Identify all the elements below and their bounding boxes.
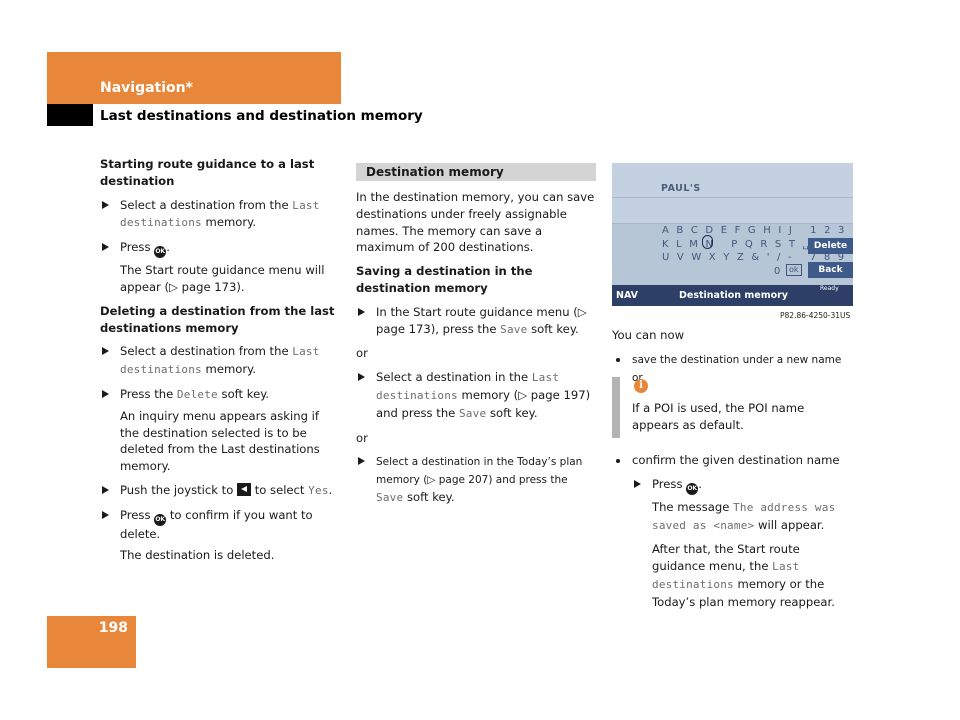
page-number-box: 198 <box>47 616 136 668</box>
heading-save-destination: Saving a destination in the destination … <box>356 264 533 295</box>
info-box-bar <box>612 377 620 438</box>
joystick-left-icon <box>237 482 252 496</box>
step: In the Start route guidance menu (▷ page… <box>356 304 596 339</box>
step-arrow-icon <box>102 200 109 209</box>
step-arrow-icon <box>102 347 109 356</box>
step: Select a destination in the Last destina… <box>356 369 596 422</box>
or-separator: or <box>356 430 368 445</box>
step-arrow-icon <box>634 479 641 488</box>
ok-key: ok <box>786 264 802 276</box>
step-arrow-icon <box>102 243 109 252</box>
ready-label: Ready <box>820 285 839 292</box>
step-arrow-icon <box>102 510 109 519</box>
signal-strength-icon <box>820 294 840 313</box>
step-arrow-icon <box>358 373 365 382</box>
step: Press OK. <box>632 476 854 495</box>
delete-soft-key: Delete <box>808 238 853 254</box>
ok-button-icon: OK <box>154 513 167 526</box>
header-marker <box>47 104 93 126</box>
screen-status-bar: NAV Destination memory Ready <box>612 285 853 313</box>
column-left: Starting route guidance to a last destin… <box>100 156 340 570</box>
step: Press OK. <box>100 239 340 259</box>
step: Press OK to confirm if you want to delet… <box>100 507 340 543</box>
info-icon: i <box>634 379 648 393</box>
section-bar: Destination memory <box>356 163 596 181</box>
nav-label: NAV <box>616 290 639 301</box>
keyboard-cursor <box>702 235 713 249</box>
lead-text: You can now <box>612 328 685 342</box>
step-arrow-icon <box>102 485 109 494</box>
column-middle: Destination memory In the destination me… <box>356 163 596 514</box>
step: Select a destination from the Last desti… <box>100 343 340 379</box>
back-soft-key: Back <box>808 262 853 278</box>
column-right-continued: confirm the given destination name Press… <box>612 452 854 618</box>
step: Press the Delete soft key. <box>100 386 340 404</box>
info-box: i If a POI is used, the POI name appears… <box>612 377 854 438</box>
step: Select a destination in the Today’s plan… <box>356 453 596 506</box>
step: Push the joystick to to select Yes. <box>100 482 340 500</box>
or-separator: or <box>356 346 368 361</box>
section-title: Navigation* <box>100 80 193 96</box>
heading-delete-destination: Deleting a destination from the last des… <box>100 303 335 335</box>
heading-start-guidance: Starting route guidance to a last destin… <box>100 157 315 188</box>
step: Select a destination from the Last desti… <box>100 197 340 233</box>
step-arrow-icon <box>358 457 365 466</box>
ok-button-icon: OK <box>686 482 699 495</box>
list-item: confirm the given destination name <box>612 452 854 469</box>
header-band <box>47 52 341 104</box>
step-note: An inquiry menu appears asking if the de… <box>120 408 320 474</box>
step-note: The message The address was saved as <na… <box>652 499 836 532</box>
page-number: 198 <box>98 620 128 636</box>
destination-name-field: PAUL'S <box>661 183 701 194</box>
list-item: save the destination under a new name or <box>612 351 854 387</box>
step-arrow-icon <box>358 307 365 316</box>
info-text: If a POI is used, the POI name appears a… <box>632 401 805 432</box>
bullet-icon <box>616 459 620 463</box>
bullet-icon <box>616 357 620 362</box>
intro-paragraph: In the destination memory, you can save … <box>356 190 595 255</box>
step-note: The destination is deleted. <box>120 547 275 562</box>
page-subtitle: Last destinations and destination memory <box>100 108 423 124</box>
step-note: After that, the Start route guidance men… <box>652 542 835 609</box>
image-caption: P82.86-4250-31US <box>780 311 851 320</box>
ok-button-icon: OK <box>154 246 167 259</box>
screen-title: Destination memory <box>679 290 788 301</box>
step-note: The Start route guidance menu will appea… <box>120 263 325 294</box>
name-entry-band <box>612 163 853 223</box>
step-arrow-icon <box>102 389 109 398</box>
column-right: You can now save the destination under a… <box>612 327 854 393</box>
